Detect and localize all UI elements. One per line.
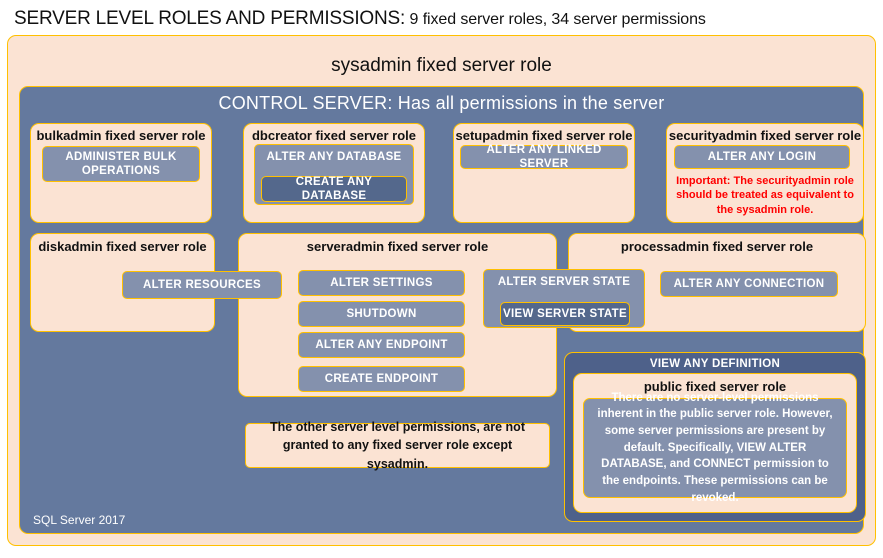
permission-alter-any-linked-server[interactable]: ALTER ANY LINKED SERVER bbox=[460, 144, 628, 170]
permission-create-any-database[interactable]: CREATE ANY DATABASE bbox=[261, 176, 407, 202]
control-server-label: CONTROL SERVER: Has all permissions in t… bbox=[218, 93, 665, 113]
role-label-bulkadmin: bulkadmin fixed server role bbox=[36, 128, 206, 143]
permission-alter-settings[interactable]: ALTER SETTINGS bbox=[298, 270, 465, 296]
securityadmin-warning-note: Important: The securityadmin role should… bbox=[676, 175, 854, 216]
permission-create-endpoint[interactable]: CREATE ENDPOINT bbox=[298, 366, 465, 392]
permission-view-server-state[interactable]: VIEW SERVER STATE bbox=[500, 302, 630, 326]
permission-alter-any-login[interactable]: ALTER ANY LOGIN bbox=[674, 145, 850, 169]
role-label-diskadmin: diskadmin fixed server role bbox=[38, 239, 207, 254]
permission-view-any-definition: VIEW ANY DEFINITION bbox=[649, 358, 781, 370]
role-label-dbcreator: dbcreator fixed server role bbox=[251, 128, 417, 143]
role-label-public: public fixed server role bbox=[643, 379, 787, 394]
other-permissions-note: The other server level permissions, are … bbox=[245, 420, 550, 471]
sysadmin-role-label: sysadmin fixed server role bbox=[331, 55, 552, 76]
permission-alter-resources[interactable]: ALTER RESOURCES bbox=[122, 271, 282, 299]
product-version-label: SQL Server 2017 bbox=[33, 513, 126, 527]
permission-alter-any-endpoint[interactable]: ALTER ANY ENDPOINT bbox=[298, 332, 465, 358]
role-label-processadmin: processadmin fixed server role bbox=[620, 239, 814, 254]
role-label-securityadmin: securityadmin fixed server role bbox=[668, 128, 862, 143]
role-label-setupadmin: setupadmin fixed server role bbox=[455, 128, 633, 143]
page-title-main: SERVER LEVEL ROLES AND PERMISSIONS: bbox=[14, 8, 406, 29]
role-label-serveradmin: serveradmin fixed server role bbox=[306, 239, 489, 254]
page-title: SERVER LEVEL ROLES AND PERMISSIONS: 9 fi… bbox=[14, 8, 706, 30]
page-title-subtitle: 9 fixed server roles, 34 server permissi… bbox=[409, 11, 706, 28]
permission-alter-server-state-label: ALTER SERVER STATE bbox=[497, 276, 631, 288]
public-role-description: There are no server-level permissions in… bbox=[583, 392, 847, 504]
permission-shutdown[interactable]: SHUTDOWN bbox=[298, 301, 465, 327]
permission-administer-bulk-operations[interactable]: ADMINISTER BULK OPERATIONS bbox=[42, 146, 200, 182]
permission-alter-any-database-label: ALTER ANY DATABASE bbox=[266, 151, 402, 163]
permission-alter-any-connection[interactable]: ALTER ANY CONNECTION bbox=[660, 271, 838, 297]
role-panel-securityadmin bbox=[666, 123, 864, 223]
role-panel-setupadmin bbox=[453, 123, 635, 223]
